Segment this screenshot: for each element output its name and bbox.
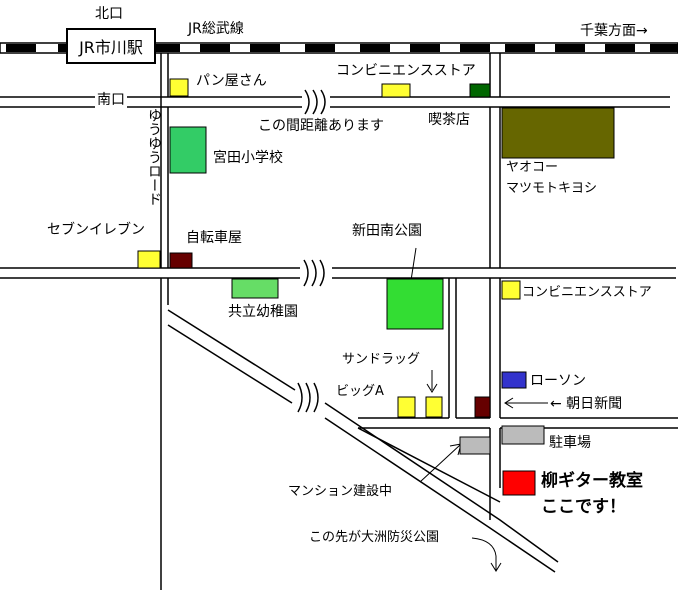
guitar-classroom-here-label: ここです！ [541,497,626,517]
disaster-park-label: この先が大洲防災公園 [309,530,440,545]
convenience-store-1-label: コンビニエンスストア [336,63,476,79]
asahi-arrow [504,397,548,409]
convenience-store-2-label: コンビニエンスストア [522,285,652,300]
sundrug-arrow [426,370,438,393]
lawson-label: ローソン [530,373,586,389]
convenience-store-2-building [501,280,521,300]
convenience-store-1-building [381,83,411,98]
yuyu-road-label: ゆうゆうロード [146,108,162,206]
bakery-label: パン屋さん [196,73,267,89]
bakery-building [169,78,189,97]
road-inner-lane [357,427,501,503]
bicycle-shop-building [169,252,193,269]
seven-eleven-label: セブンイレブン [47,222,145,238]
jr-ichikawa-station: JR市川駅 [66,28,156,64]
big-a-label: ビッグA [336,384,384,399]
asahi-building [474,396,491,418]
seven-eleven-building [137,250,161,269]
distance-note-label: この間距離あります [258,118,384,134]
parking-label: 駐車場 [549,435,591,451]
big-a-building [397,396,416,418]
sundrug-label: サンドラッグ [342,352,421,367]
bicycle-shop-label: 自転車屋 [186,230,242,246]
sundrug-building [425,396,443,418]
miyata-school-label: 宮田小学校 [213,150,283,166]
mansion-label: マンション建設中 [288,484,393,499]
yaoko-label: ヤオコー [506,160,559,175]
road-middle [0,259,676,287]
south-exit-label: 南口 [95,92,127,108]
lawson-building [501,371,527,389]
rail-line-label: JR総武線 [188,21,244,37]
cafe-label: 喫茶店 [428,112,470,128]
kindergarten-label: 共立幼稚園 [228,304,298,320]
guitar-classroom-marker [502,470,536,496]
miyata-school-building [169,126,207,174]
road-lower [358,417,678,429]
shinden-park-label: 新田南公園 [352,223,422,239]
railway-line [0,42,678,54]
station-label: JR市川駅 [79,38,143,57]
north-exit-label: 北口 [95,6,123,22]
guitar-classroom-label: 柳ギター教室 [541,471,643,491]
parking-lot [501,425,545,445]
kindergarten-building [231,278,279,299]
asahi-shimbun-label: ← 朝日新聞 [550,396,623,412]
chiba-direction-label: 千葉方面→ [580,23,648,39]
cafe-building [469,83,491,98]
road-park-lane [448,278,457,418]
park-direction-arrow [471,537,502,572]
shinden-park-area [386,278,444,330]
matsumoto-kiyoshi-label: マツモトキヨシ [506,181,598,196]
mansion-construction-site [459,436,491,455]
yaoko-building [501,107,615,159]
